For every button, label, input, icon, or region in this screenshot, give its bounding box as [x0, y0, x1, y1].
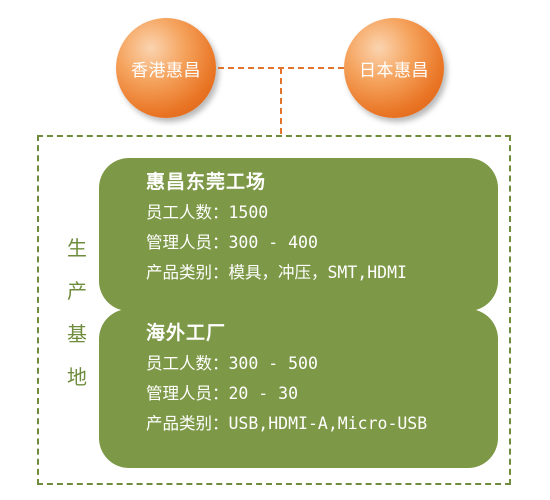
production-base-frame	[37, 135, 511, 485]
factory-title: 惠昌东莞工场	[146, 171, 267, 193]
production-base-label: 生 产 基 地	[62, 232, 92, 390]
jp-company-label: 日本惠昌	[359, 60, 429, 81]
hk-company-node: 香港惠昌	[116, 18, 216, 118]
side-label-char: 生	[67, 236, 87, 260]
factory-title: 海外工厂	[146, 322, 227, 344]
overseas-factory-card: 海外工厂 员工人数：300 - 500 管理人员：20 - 30 产品类别：US…	[99, 309, 498, 468]
employee-count: 员工人数：1500	[146, 203, 269, 222]
dongguan-factory-card: 惠昌东莞工场 员工人数：1500 管理人员：300 - 400 产品类别：模具，…	[99, 158, 498, 311]
vertical-connector	[280, 68, 282, 134]
jp-company-node: 日本惠昌	[344, 18, 444, 118]
hk-company-label: 香港惠昌	[131, 60, 201, 81]
product-categories: 产品类别：USB,HDMI-A,Micro-USB	[146, 414, 428, 433]
side-label-char: 基	[67, 322, 87, 346]
side-label-char: 地	[67, 365, 87, 389]
side-label-char: 产	[67, 279, 87, 303]
employee-count: 员工人数：300 - 500	[146, 354, 318, 373]
management-count: 管理人员：20 - 30	[146, 384, 299, 403]
product-categories: 产品类别：模具，冲压，SMT,HDMI	[146, 263, 407, 282]
management-count: 管理人员：300 - 400	[146, 233, 318, 252]
